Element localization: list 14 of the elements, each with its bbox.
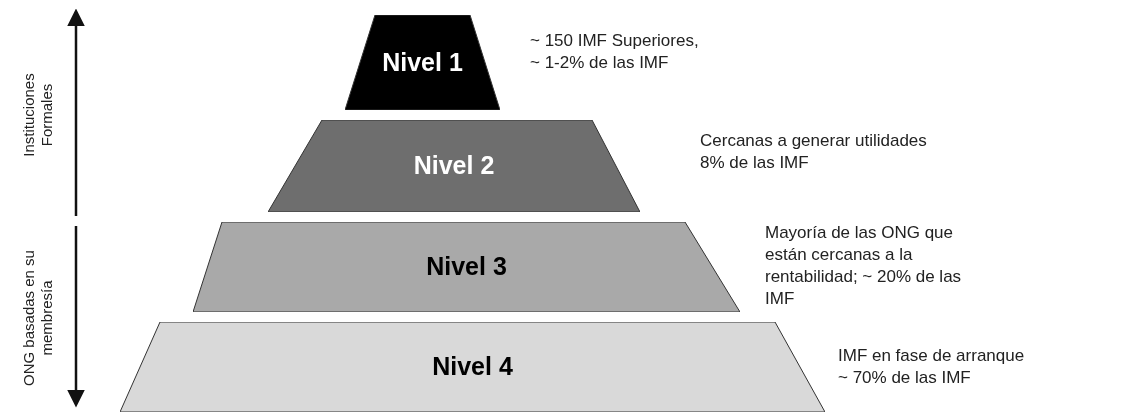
pyramid-level — [193, 222, 740, 312]
pyramid-level — [345, 15, 500, 110]
level-title: Nivel 2 — [412, 151, 496, 180]
side-note: Cercanas a generar utilidades 8% de las IMF — [700, 130, 928, 174]
level-title: Nivel 3 — [425, 252, 508, 281]
axis-label: Instituciones Formales — [20, 72, 56, 159]
side-note: ~ 150 IMF Superiores, ~ 1-2% de las IMF — [530, 30, 700, 74]
level-title: Nivel 1 — [381, 47, 464, 77]
axis-label: ONG basadas en su membresía — [20, 249, 56, 388]
side-note: IMF en fase de arranque ~ 70% de las IMF — [838, 345, 1026, 389]
level-title: Nivel 4 — [431, 352, 514, 381]
pyramid-level — [268, 120, 640, 212]
side-note: Mayoría de las ONG que están cercanas a la rentabilidad; ~ 20% de las IMF — [765, 222, 963, 310]
pyramid-level — [120, 322, 825, 412]
